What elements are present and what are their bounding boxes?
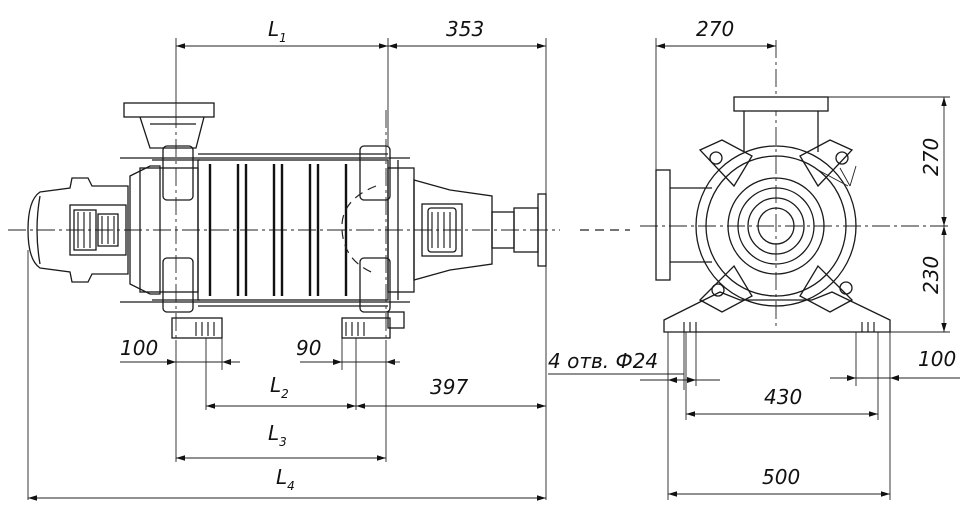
right-bearing-housing: [413, 179, 547, 281]
front-view: [8, 102, 630, 340]
dim-label-100-side: 100: [918, 347, 956, 371]
dim-label-L1: L1: [268, 17, 287, 45]
pump-body-outer: [695, 145, 857, 307]
side-view: [640, 40, 950, 333]
dim-label-100-front: 100: [120, 336, 158, 360]
dim-label-270-top: 270: [696, 17, 734, 41]
side-base: [663, 291, 891, 333]
bolt-hole: [835, 151, 849, 165]
dim-label-430: 430: [764, 385, 802, 409]
dim-label-270-right: 270: [919, 138, 943, 176]
bolt-hole: [709, 151, 723, 165]
discharge-flange: [733, 96, 829, 112]
dim-label-L4: L4: [276, 465, 295, 493]
dim-label-L2: L2: [270, 373, 289, 401]
dim-label-230: 230: [919, 256, 943, 294]
inlet-nozzle: [123, 102, 215, 149]
dim-label-353: 353: [446, 17, 484, 41]
feet: [171, 311, 405, 339]
bolt-hole: [711, 283, 725, 297]
left-bearing-housing: [27, 177, 129, 283]
suction-casing: [129, 145, 200, 313]
dim-label-90: 90: [296, 336, 321, 360]
holes-note: 4 отв. Ф24: [548, 349, 658, 373]
side-dimensions: 270 270 230 4 отв. Ф24 100 430 500: [548, 17, 960, 500]
dim-label-L3: L3: [268, 421, 287, 449]
dim-label-397: 397: [430, 375, 468, 399]
front-dimensions: L1 353 100 90 L2 397 L3 L4: [27, 17, 547, 501]
bolt-hole: [839, 281, 853, 295]
discharge-casing: [341, 145, 415, 313]
dim-label-500: 500: [762, 465, 800, 489]
side-flange: [655, 169, 671, 281]
